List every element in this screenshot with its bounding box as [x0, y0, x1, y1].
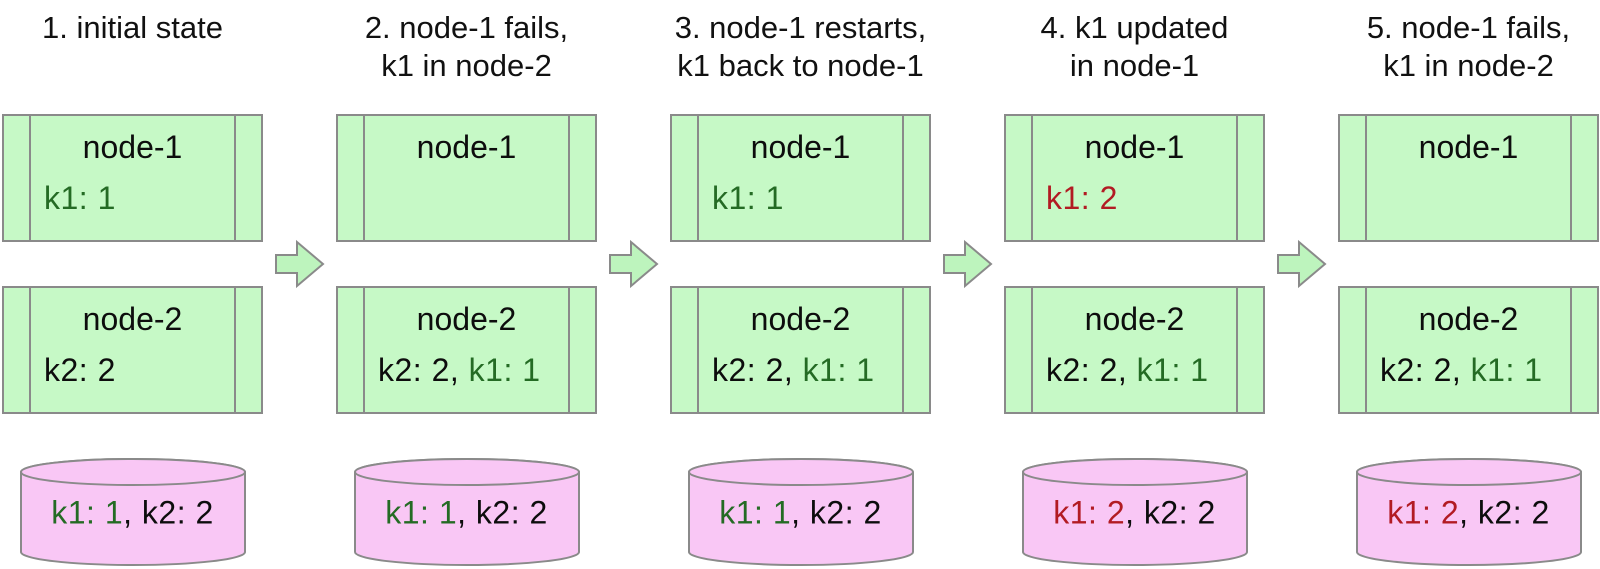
db-content: k1: 1, k2: 2 — [353, 495, 581, 532]
kv-entry: k1: 1 — [712, 180, 784, 216]
kv-entry: , k2: 2 — [457, 494, 548, 531]
database-cylinder: k1: 2, k2: 2 — [1355, 456, 1583, 568]
arrow-right-icon — [597, 114, 670, 414]
kv-entry: k1: 1 — [802, 352, 875, 388]
node-box-node-1: node-1 k1: 1 — [670, 114, 931, 242]
cylinder-shape — [687, 458, 914, 566]
node-name: node-1 — [82, 129, 183, 165]
db-content: k1: 1, k2: 2 — [19, 495, 247, 532]
node-box-node-1: node-1 k1: 1 — [2, 114, 263, 242]
node-content: k2: 2 — [4, 351, 261, 389]
node-box-node-1: node-1 — [336, 114, 597, 242]
stage-title: 2. node-1 fails, k1 in node-2 — [364, 10, 569, 83]
cylinder-shape — [19, 458, 246, 566]
kv-entry: k2: 2, — [1380, 352, 1471, 388]
db-content: k1: 1, k2: 2 — [687, 495, 915, 532]
node-box-node-1: node-1 k1: 2 — [1004, 114, 1265, 242]
node-content: k2: 2, k1: 1 — [1006, 351, 1263, 389]
kv-entry: k1: 1 — [468, 352, 541, 388]
kv-entry: k1: 1 — [44, 180, 116, 216]
node-box-node-2: node-2 k2: 2 — [2, 286, 263, 414]
cylinder-shape — [1355, 458, 1582, 566]
node-content: k2: 2, k1: 1 — [1340, 351, 1597, 389]
db-content: k1: 2, k2: 2 — [1355, 495, 1583, 532]
node-name: node-2 — [82, 301, 183, 337]
kv-entry: k2: 2 — [44, 352, 116, 388]
kv-entry: k2: 2, — [378, 352, 469, 388]
kv-entry: k1: 1 — [385, 494, 458, 531]
node-name: node-1 — [1084, 129, 1185, 165]
node-content: k1: 1 — [672, 179, 929, 217]
database-cylinder: k1: 1, k2: 2 — [687, 456, 915, 568]
node-name: node-2 — [1418, 301, 1519, 337]
stage-title: 5. node-1 fails, k1 in node-2 — [1366, 10, 1571, 83]
node-box-node-1: node-1 — [1338, 114, 1599, 242]
kv-entry: k1: 2 — [1053, 494, 1126, 531]
kv-entry: k1: 2 — [1387, 494, 1460, 531]
kv-entry: k1: 1 — [1136, 352, 1209, 388]
arrow-right-icon — [1265, 114, 1338, 414]
kv-entry: k1: 1 — [1470, 352, 1543, 388]
node-name: node-2 — [750, 301, 851, 337]
arrow-right-icon — [931, 114, 1004, 414]
kv-entry: k1: 2 — [1046, 180, 1118, 216]
node-content: k1: 2 — [1006, 179, 1263, 217]
kv-entry: , k2: 2 — [1125, 494, 1216, 531]
stage-title: 1. initial state — [42, 10, 223, 45]
node-box-node-2: node-2 k2: 2, k1: 1 — [336, 286, 597, 414]
stage-title: 4. k1 updated in node-1 — [1040, 10, 1229, 83]
stage-title: 3. node-1 restarts, k1 back to node-1 — [674, 10, 927, 83]
node-name: node-1 — [1418, 129, 1519, 165]
node-content: k1: 1 — [4, 179, 261, 217]
kv-entry: , k2: 2 — [1459, 494, 1550, 531]
arrow-right-icon — [263, 114, 336, 414]
kv-entry: k2: 2, — [1046, 352, 1137, 388]
cylinder-shape — [1021, 458, 1248, 566]
kv-entry: k1: 1 — [51, 494, 124, 531]
database-cylinder: k1: 2, k2: 2 — [1021, 456, 1249, 568]
database-cylinder: k1: 1, k2: 2 — [353, 456, 581, 568]
node-name: node-2 — [1084, 301, 1185, 337]
kv-entry: , k2: 2 — [791, 494, 882, 531]
node-box-node-2: node-2 k2: 2, k1: 1 — [670, 286, 931, 414]
node-name: node-2 — [416, 301, 517, 337]
node-content: k2: 2, k1: 1 — [338, 351, 595, 389]
kv-entry: k2: 2, — [712, 352, 803, 388]
kv-entry: k1: 1 — [719, 494, 792, 531]
node-name: node-1 — [750, 129, 851, 165]
node-name: node-1 — [416, 129, 517, 165]
node-box-node-2: node-2 k2: 2, k1: 1 — [1338, 286, 1599, 414]
database-cylinder: k1: 1, k2: 2 — [19, 456, 247, 568]
cylinder-shape — [353, 458, 580, 566]
kv-entry: , k2: 2 — [123, 494, 214, 531]
db-content: k1: 2, k2: 2 — [1021, 495, 1249, 532]
node-box-node-2: node-2 k2: 2, k1: 1 — [1004, 286, 1265, 414]
node-content: k2: 2, k1: 1 — [672, 351, 929, 389]
